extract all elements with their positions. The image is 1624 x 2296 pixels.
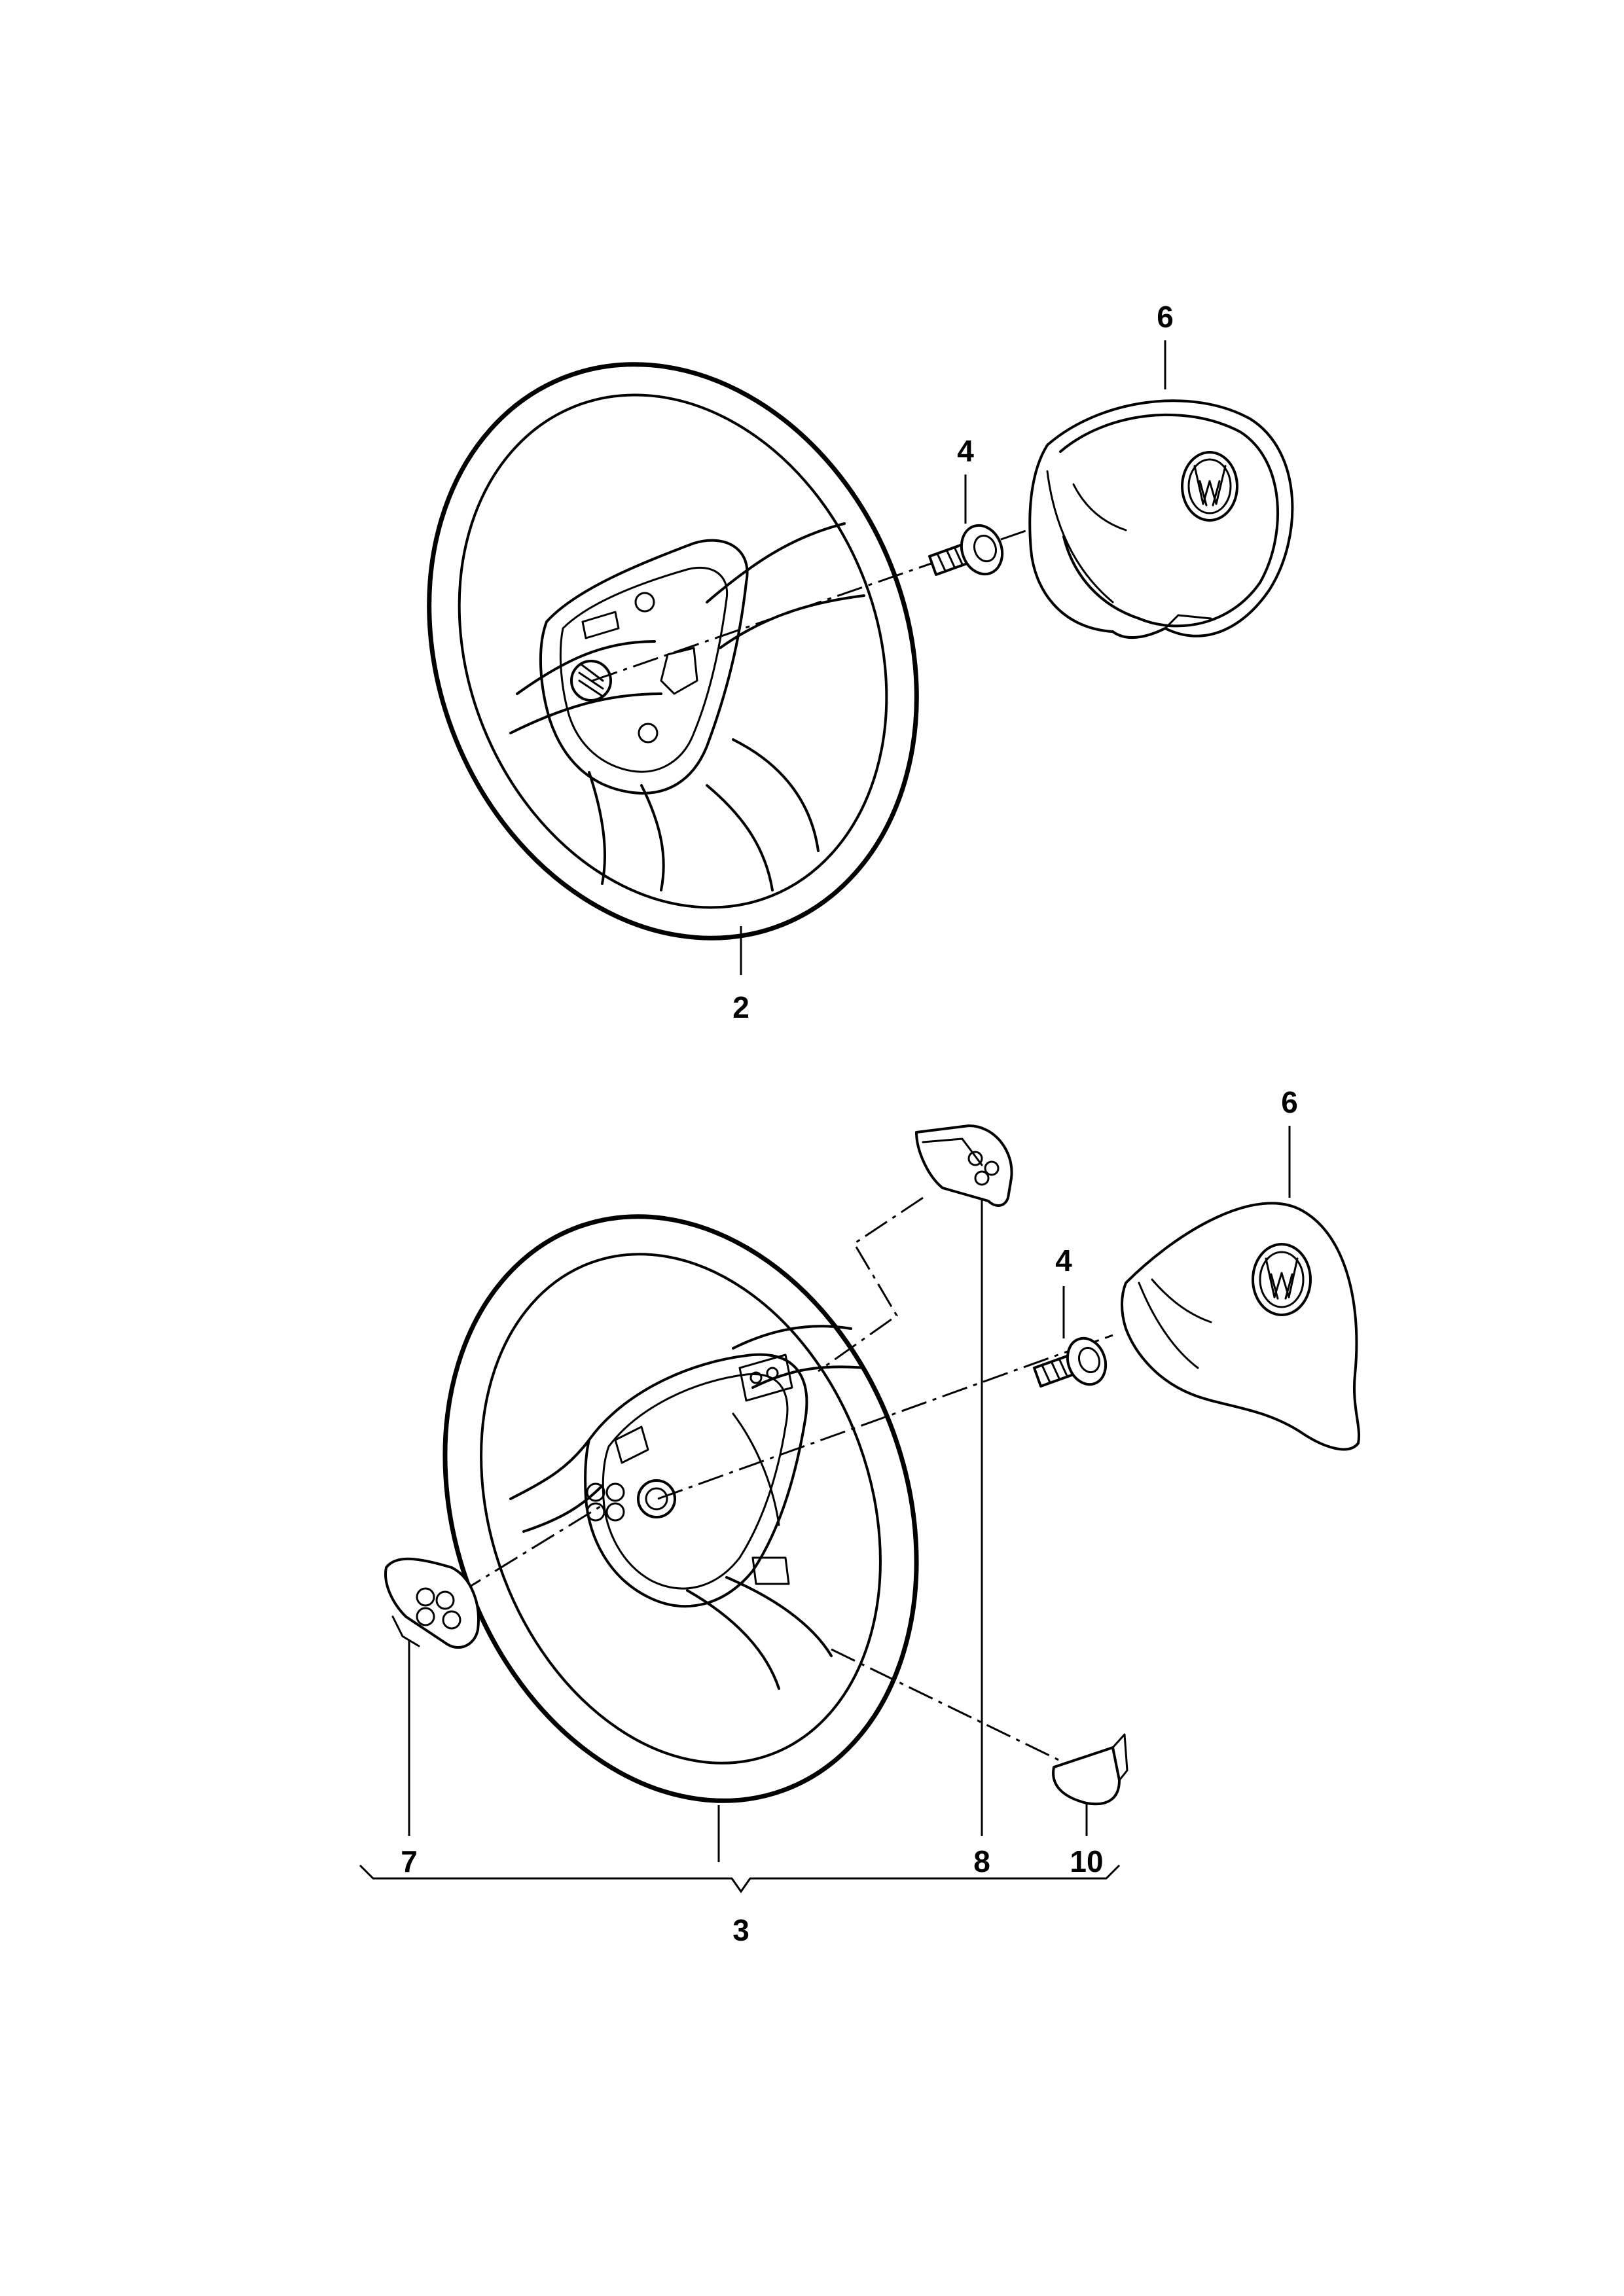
screw-4-upper (928, 524, 1004, 576)
assembly-line-lower-right-switch (818, 1196, 924, 1372)
callout-7: 7 (401, 1844, 418, 1878)
lower-trim-cover-10 (1052, 1733, 1128, 1806)
airbag-module-6-lower (1121, 1202, 1360, 1451)
callout-3: 3 (732, 1913, 749, 1947)
steering-wheel-2 (427, 362, 919, 941)
callout-8: 8 (973, 1844, 990, 1878)
left-switch-module-7 (384, 1557, 480, 1649)
callout-6-upper: 6 (1157, 300, 1174, 334)
assembly-line-lower-trim (831, 1648, 1074, 1768)
screw-4-lower (1033, 1336, 1108, 1388)
right-switch-module-8 (915, 1124, 1013, 1207)
assembly-line-lower-left-switch (458, 1504, 603, 1595)
callout-6-lower: 6 (1281, 1085, 1298, 1119)
upper-group: 2 4 6 (427, 300, 1294, 1024)
callout-4-lower: 4 (1055, 1244, 1072, 1278)
assembly-line-lower-airbag (657, 1334, 1113, 1500)
callout-10: 10 (1070, 1844, 1103, 1878)
callout-2: 2 (732, 990, 749, 1024)
group-brace-3 (359, 1864, 1121, 1893)
airbag-module-6-upper (1028, 399, 1294, 639)
assembly-line-upper (592, 529, 1028, 682)
callout-4-upper: 4 (957, 434, 974, 468)
lower-group: 3 4 6 7 8 10 (359, 1085, 1360, 1947)
steering-wheel-3 (442, 1214, 919, 1803)
